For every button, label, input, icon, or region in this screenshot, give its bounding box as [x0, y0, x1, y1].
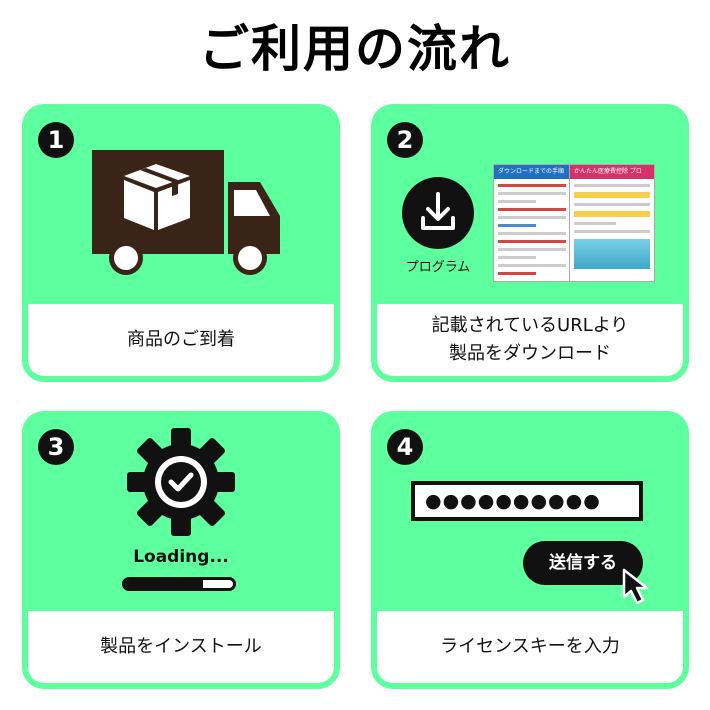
step-card-2: 2 プログラム ダウンロードまでの手順 かんたん医療費控除 プロ 記載されている…: [371, 104, 689, 382]
install-progress-bar: [122, 577, 236, 591]
page-title: ご利用の流れ: [199, 20, 511, 78]
step-caption: 商品のご到着: [28, 304, 334, 376]
step-number-badge: 1: [38, 122, 74, 158]
step-number-badge: 3: [38, 429, 74, 465]
step-card-4: 4 ●●●●●●●●●● 送信する ライセンスキーを入力: [371, 411, 689, 689]
progress-fill: [125, 580, 203, 588]
download-icon-label: プログラム: [405, 260, 471, 275]
document-title: かんたん医療費控除 プロ: [570, 165, 654, 179]
download-icon: [402, 177, 474, 249]
document-title: ダウンロードまでの手順: [494, 165, 570, 179]
loading-text: Loading...: [133, 547, 229, 567]
step-caption-line: 製品をダウンロード: [449, 343, 611, 364]
cursor-icon: [622, 568, 649, 605]
step-card-1: 1 商品のご到着: [22, 104, 340, 382]
step-number-badge: 4: [387, 429, 423, 465]
step-caption: 記載されているURLより 製品をダウンロード: [377, 304, 683, 376]
instruction-document-thumbnail: ダウンロードまでの手順: [493, 164, 571, 282]
product-document-thumbnail: かんたん医療費控除 プロ: [569, 164, 655, 282]
license-key-input[interactable]: ●●●●●●●●●●: [411, 481, 643, 521]
step-number-badge: 2: [387, 122, 423, 158]
step-caption: 製品をインストール: [28, 611, 334, 683]
step-caption-line: 記載されているURLより: [431, 315, 629, 336]
step-card-3: 3 Loading... 製品をインストール: [22, 411, 340, 689]
gear-check-icon: [127, 428, 235, 536]
step-caption: ライセンスキーを入力: [377, 611, 683, 683]
delivery-truck-icon: [92, 150, 280, 275]
